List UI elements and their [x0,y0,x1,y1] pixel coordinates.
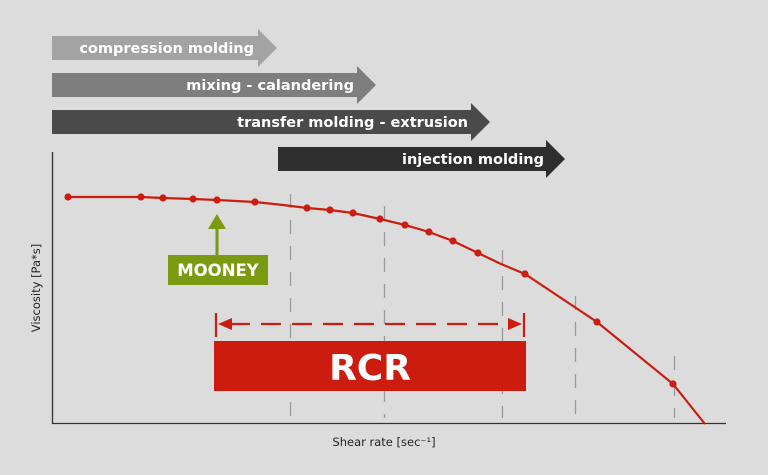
y-axis-label: Viscosity [Pa*s] [29,244,43,333]
curve-points [64,193,677,388]
mooney-arrow-head [208,214,226,229]
data-point [159,194,167,202]
process-arrow-mixing: mixing - calandering [52,66,376,104]
data-point [64,193,72,201]
viscosity-curve [68,195,706,425]
rcr-range-left-arrowhead [218,318,232,330]
data-point [425,228,433,236]
process-arrow-injection-shape [278,140,565,178]
rcr-range-right-arrowhead [508,318,522,330]
process-arrow-compression-label: compression molding [79,41,254,57]
rcr-box [214,341,526,391]
process-arrow-transfer-label: transfer molding - extrusion [237,115,468,131]
rcr-range: RCR [214,313,526,391]
data-point [213,196,221,204]
data-point [189,195,197,203]
mooney-label: MOONEY [177,261,260,280]
mooney-box [168,255,268,285]
process-arrow-injection: injection molding [278,140,565,178]
mooney-marker: MOONEY [168,214,268,285]
process-arrow-compression-shape [52,29,277,67]
data-point [474,249,482,257]
process-arrow-mixing-label: mixing - calandering [186,78,354,94]
data-point [669,380,677,388]
data-point [401,221,409,229]
process-arrow-injection-label: injection molding [402,152,544,168]
process-arrow-transfer: transfer molding - extrusion [52,103,490,141]
data-point [593,318,601,326]
data-point [303,204,311,212]
process-arrow-transfer-shape [52,103,490,141]
process-arrow-mixing-shape [52,66,376,104]
process-arrow-compression: compression molding [52,29,277,67]
data-point [521,270,529,278]
data-point [326,206,334,214]
rcr-label: RCR [329,348,411,389]
data-point [449,237,457,245]
x-axis-label: Shear rate [sec⁻¹] [332,435,435,449]
data-point [349,209,357,217]
data-point [137,193,145,201]
data-point [376,215,384,223]
data-point [251,198,259,206]
